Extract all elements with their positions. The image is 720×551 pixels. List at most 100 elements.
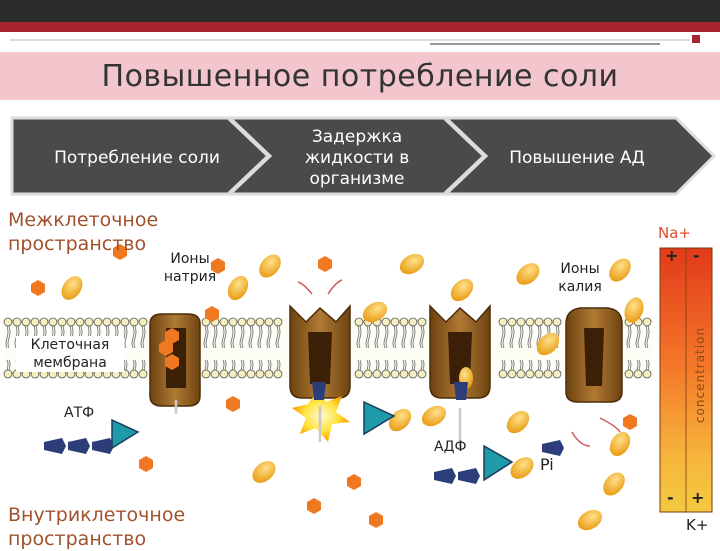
lipid-head (516, 317, 526, 327)
lipid-head (372, 369, 382, 379)
lipid-head (273, 317, 283, 327)
lipid-head (57, 317, 67, 327)
phosphate-pi (542, 440, 564, 456)
accent-bar (0, 22, 720, 32)
lipid-head (255, 317, 265, 327)
lipid-head (534, 369, 544, 379)
gradient-axis-label: concentration (693, 326, 707, 424)
atp-molecule (44, 418, 140, 454)
lipid-tail (518, 325, 524, 371)
top-bar (0, 0, 720, 22)
process-step-2: Задержка жидкости в организме (304, 126, 410, 189)
lipid-head (30, 317, 40, 327)
membrane-label: Клеточная мембрана (16, 336, 124, 372)
lipid-head (399, 369, 409, 379)
lipid-tail (365, 325, 371, 371)
lipid-head (399, 317, 409, 327)
lipid-tail (509, 325, 515, 371)
extracellular-label: Межклеточное пространство (8, 209, 159, 255)
lipid-head (408, 369, 418, 379)
lipid-head (93, 317, 103, 327)
lipid-head (48, 317, 58, 327)
lipid-head (21, 317, 31, 327)
lipid-head (75, 317, 85, 327)
bound-phosphate-1 (312, 382, 326, 400)
lipid-head (390, 317, 400, 327)
lipid-head (246, 317, 256, 327)
exit-arrows (297, 279, 621, 447)
concentration-gradient (659, 247, 713, 513)
lipid-tail (5, 325, 11, 371)
sodium-pump-2 (289, 304, 351, 399)
lipid-head (129, 369, 139, 379)
page-title: Повышенное потребление соли (101, 58, 619, 94)
lipid-head (129, 317, 139, 327)
lipid-tail (266, 325, 272, 371)
gradient-sign-top-right: - (693, 246, 700, 265)
lipid-head (642, 369, 652, 379)
lipid-head (3, 317, 13, 327)
lipid-tail (536, 325, 542, 371)
lipid-head (552, 369, 562, 379)
lipid-head (111, 317, 121, 327)
lipid-tail (383, 325, 389, 371)
lipid-head (633, 369, 643, 379)
decorative-lines (10, 35, 700, 45)
lipid-head (624, 369, 634, 379)
lipid-head (543, 369, 553, 379)
lipid-tail (212, 325, 218, 371)
lipid-head (381, 317, 391, 327)
lipid-tail (230, 325, 236, 371)
lipid-head (516, 369, 526, 379)
lipid-head (12, 317, 22, 327)
lipid-head (273, 369, 283, 379)
lipid-head (228, 369, 238, 379)
lipid-head (507, 317, 517, 327)
lipid-head (363, 369, 373, 379)
lipid-head (120, 317, 130, 327)
lipid-head (219, 369, 229, 379)
lipid-tail (356, 325, 362, 371)
lipid-head (525, 369, 535, 379)
lipid-head (507, 369, 517, 379)
lipid-head (66, 317, 76, 327)
lipid-head (354, 317, 364, 327)
lipid-tail (122, 325, 128, 371)
bound-phosphate-2 (454, 382, 468, 400)
gradient-sign-top-left: + (665, 246, 679, 265)
sodium-ions-label: Ионы натрия (163, 251, 217, 285)
pi-label: Pi (540, 455, 554, 474)
adp-label: АДФ (434, 439, 467, 455)
lipid-head (246, 369, 256, 379)
lipid-head (138, 369, 148, 379)
free-atp-triangle (363, 400, 396, 436)
lipid-head (417, 369, 427, 379)
potassium-ions (61, 253, 644, 531)
lipid-tail (419, 325, 425, 371)
title-band: Повышенное потребление соли (0, 52, 720, 100)
lipid-head (264, 369, 274, 379)
lipid-tail (257, 325, 263, 371)
lipid-tail (140, 325, 146, 371)
lipid-tail (500, 325, 506, 371)
lipid-head (642, 317, 652, 327)
gradient-top-label: Na+ (658, 224, 691, 242)
process-step-3: Повышение АД (509, 147, 645, 168)
lipid-head (228, 317, 238, 327)
lipid-head (219, 317, 229, 327)
potassium-ions-label: Ионы калия (558, 261, 602, 295)
potassium-pump-1 (429, 304, 491, 399)
lipid-head (543, 317, 553, 327)
intracellular-label: Внутриклеточное пространство (8, 504, 186, 550)
process-flow (10, 116, 717, 196)
lipid-head (255, 369, 265, 379)
lipid-head (39, 317, 49, 327)
lipid-head (498, 317, 508, 327)
process-step-3-shape (442, 116, 717, 196)
lipid-head (201, 369, 211, 379)
lipid-tail (635, 325, 641, 371)
lipid-tail (401, 325, 407, 371)
lipid-head (237, 317, 247, 327)
lipid-tail (221, 325, 227, 371)
lipid-head (354, 369, 364, 379)
